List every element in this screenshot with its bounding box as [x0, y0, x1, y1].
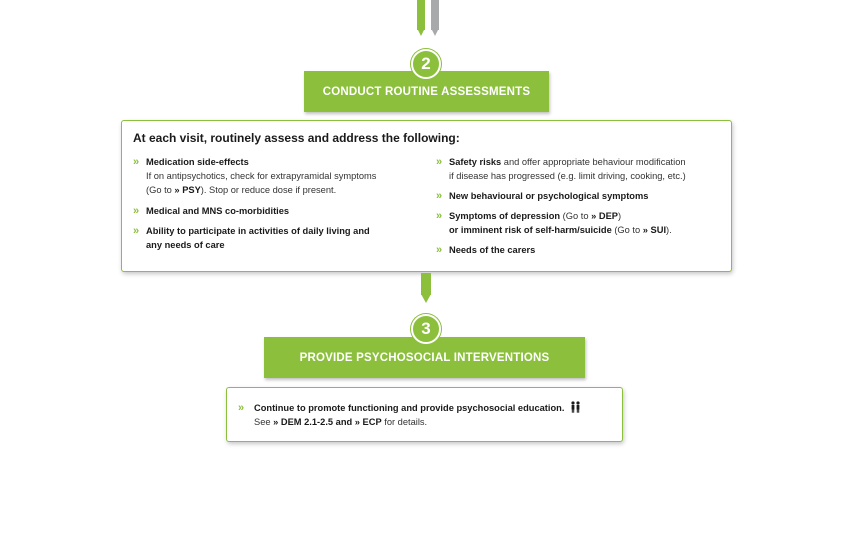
step3-title: PROVIDE PSYCHOSOCIAL INTERVENTIONS: [299, 351, 550, 364]
list-item-medication-side-effects: » Medication side-effects If on antipsyc…: [133, 155, 413, 197]
item-title: Needs of the carers: [449, 245, 536, 255]
step2-number: 2: [421, 54, 431, 73]
item-title: New behavioural or psychological symptom…: [449, 191, 649, 201]
reference-sui[interactable]: SUI: [650, 225, 667, 235]
list-item-safety-risks: » Safety risks and offer appropriate beh…: [436, 155, 726, 183]
item-line: if disease has progressed (e.g. limit dr…: [449, 171, 686, 181]
reference-dep[interactable]: DEP: [598, 211, 618, 221]
chevron-icon: »: [436, 156, 443, 168]
list-item-medical-comorbidities: » Medical and MNS co-morbidities: [133, 204, 413, 218]
reference-dem[interactable]: DEM 2.1-2.5: [280, 417, 334, 427]
reference-ecp[interactable]: ECP: [362, 417, 382, 427]
item-line-post: ). Stop or reduce dose if present.: [200, 185, 337, 195]
item-ref-post: ): [617, 211, 622, 221]
item-see-post: for details.: [381, 417, 428, 427]
reference-arrow-icon: »: [174, 185, 180, 195]
chevron-icon: »: [436, 210, 443, 222]
list-item-new-symptoms: » New behavioural or psychological sympt…: [436, 189, 726, 203]
item-ref-pre: (Go to: [560, 211, 592, 221]
step3-number: 3: [421, 319, 431, 338]
top-connector-green-tip: [417, 28, 425, 36]
step3-number-badge: 3: [411, 314, 441, 344]
reference-arrow-icon: »: [591, 211, 597, 221]
item-title-cont: any needs of care: [146, 240, 225, 250]
step2-assessment-box: At each visit, routinely assess and addr…: [121, 120, 732, 272]
chevron-icon: »: [436, 190, 443, 202]
reference-arrow-icon: »: [273, 417, 279, 427]
middle-connector-tip: [421, 294, 431, 303]
top-connector-green: [417, 0, 425, 30]
chevron-icon: »: [133, 205, 140, 217]
step2-title: CONDUCT ROUTINE ASSESSMENTS: [322, 85, 531, 98]
step3-intervention-box: » Continue to promote functioning and pr…: [226, 387, 623, 442]
top-connector-grey: [431, 0, 439, 30]
chevron-icon: »: [133, 225, 140, 237]
item-ref-post: ).: [666, 225, 672, 235]
list-item-depression: » Symptoms of depression (Go to » DEP) o…: [436, 209, 726, 237]
step2-heading: At each visit, routinely assess and addr…: [133, 131, 460, 145]
item-see-pre: See: [254, 417, 274, 427]
top-connector-grey-tip: [431, 28, 439, 36]
middle-connector: [421, 273, 431, 295]
chevron-icon: »: [238, 402, 245, 414]
item-line: If on antipsychotics, check for extrapyr…: [146, 171, 377, 181]
item-ref-pre: (Go to: [611, 225, 643, 235]
reference-arrow-icon: »: [642, 225, 648, 235]
item-title: Medical and MNS co-morbidities: [146, 206, 290, 216]
list-item-psychosocial: » Continue to promote functioning and pr…: [238, 401, 618, 429]
item-title: Symptoms of depression: [449, 211, 561, 221]
item-title-cont: or imminent risk of self-harm/suicide: [449, 225, 612, 235]
list-item-daily-living: » Ability to participate in activities o…: [133, 224, 413, 252]
reference-psy[interactable]: PSY: [182, 185, 201, 195]
step2-number-badge: 2: [411, 49, 441, 79]
reference-arrow-icon: »: [354, 417, 360, 427]
item-and: and: [333, 417, 355, 427]
item-title: Continue to promote functioning and prov…: [254, 403, 565, 413]
chevron-icon: »: [133, 156, 140, 168]
item-title: Medication side-effects: [146, 157, 249, 167]
chevron-icon: »: [436, 244, 443, 256]
item-title: Safety risks: [449, 157, 502, 167]
item-line-pre: (Go to: [146, 185, 175, 195]
list-item-carers: » Needs of the carers: [436, 243, 726, 257]
item-title: Ability to participate in activities of …: [146, 226, 370, 236]
people-icon: [570, 401, 581, 413]
item-title-rest: and offer appropriate behaviour modifica…: [501, 157, 686, 167]
